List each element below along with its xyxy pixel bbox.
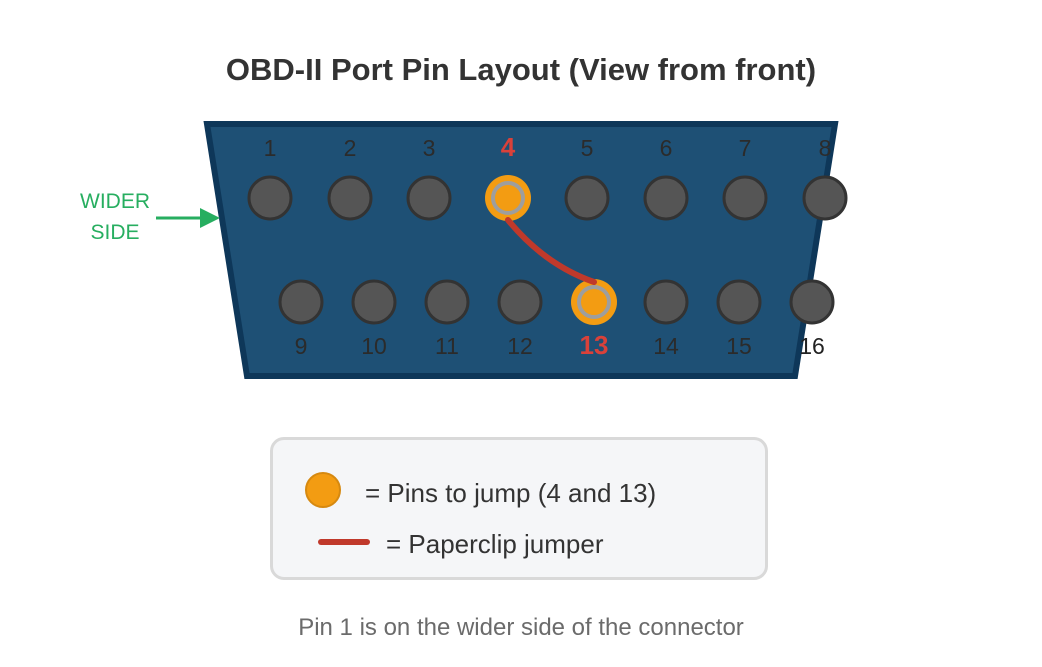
bottom-row-pin-10: 10 xyxy=(351,279,397,359)
pin-circle xyxy=(802,175,848,221)
pin-number-label: 3 xyxy=(423,135,436,161)
pin-circle xyxy=(247,175,293,221)
top-row-pin-7: 7 xyxy=(722,135,768,221)
bottom-row-pin-13: 13 xyxy=(571,279,617,360)
pin-number-label: 14 xyxy=(653,333,679,359)
pin-number-label: 16 xyxy=(799,333,825,359)
pin-circle xyxy=(564,175,610,221)
pin-circle xyxy=(722,175,768,221)
bottom-row-pin-11: 11 xyxy=(424,279,470,359)
bottom-row-pin-14: 14 xyxy=(643,279,689,359)
pin-circle xyxy=(643,279,689,325)
pin-number-label: 10 xyxy=(361,333,387,359)
pin-number-label: 15 xyxy=(726,333,752,359)
page-title: OBD-II Port Pin Layout (View from front) xyxy=(225,52,817,87)
wider-side-arrow-head xyxy=(200,208,220,228)
pin-number-label: 6 xyxy=(660,135,673,161)
pin-number-label: 2 xyxy=(344,135,357,161)
pin-circle xyxy=(406,175,452,221)
top-row-pin-6: 6 xyxy=(643,135,689,221)
side-label-line-1: WIDER xyxy=(80,190,150,213)
pin-circle xyxy=(789,279,835,325)
pin-number-label: 13 xyxy=(580,330,609,360)
bottom-row-pin-15: 15 xyxy=(716,279,762,359)
pin-number-label: 11 xyxy=(435,333,459,359)
pin-highlight-inner xyxy=(491,181,525,215)
top-row-pin-5: 5 xyxy=(564,135,610,221)
pin-number-label: 8 xyxy=(819,135,832,161)
legend-box: = Pins to jump (4 and 13) = Paperclip ju… xyxy=(270,437,768,580)
top-row-pin-2: 2 xyxy=(327,135,373,221)
pin-number-label: 7 xyxy=(739,135,752,161)
top-row-pin-4: 4 xyxy=(485,132,531,221)
legend-pins-to-jump-label: = Pins to jump (4 and 13) xyxy=(365,478,657,508)
side-label-line-2: SIDE xyxy=(90,221,139,244)
pin-circle xyxy=(643,175,689,221)
bottom-row-pin-9: 9 xyxy=(278,279,324,359)
top-row-pin-8: 8 xyxy=(802,135,848,221)
top-row-pin-3: 3 xyxy=(406,135,452,221)
pin-circle xyxy=(327,175,373,221)
pin-number-label: 5 xyxy=(581,135,594,161)
pin-number-label: 12 xyxy=(507,333,533,359)
bottom-row-pin-16: 16 xyxy=(789,279,835,359)
pin-circle xyxy=(424,279,470,325)
top-row-pin-1: 1 xyxy=(247,135,293,221)
footer-note: Pin 1 is on the wider side of the connec… xyxy=(298,614,744,641)
pin-circle xyxy=(351,279,397,325)
bottom-row-pin-12: 12 xyxy=(497,279,543,359)
pin-circle xyxy=(497,279,543,325)
pin-number-label: 4 xyxy=(501,132,516,162)
legend-jumper-label: = Paperclip jumper xyxy=(386,529,604,559)
pin-circle xyxy=(716,279,762,325)
pin-number-label: 9 xyxy=(295,333,308,359)
pin-circle xyxy=(278,279,324,325)
pin-number-label: 1 xyxy=(264,135,277,161)
paperclip-jumper xyxy=(505,217,597,285)
pin-highlight-inner xyxy=(577,285,611,319)
legend-pin-swatch-icon xyxy=(305,472,341,508)
legend-swatches xyxy=(305,472,370,545)
